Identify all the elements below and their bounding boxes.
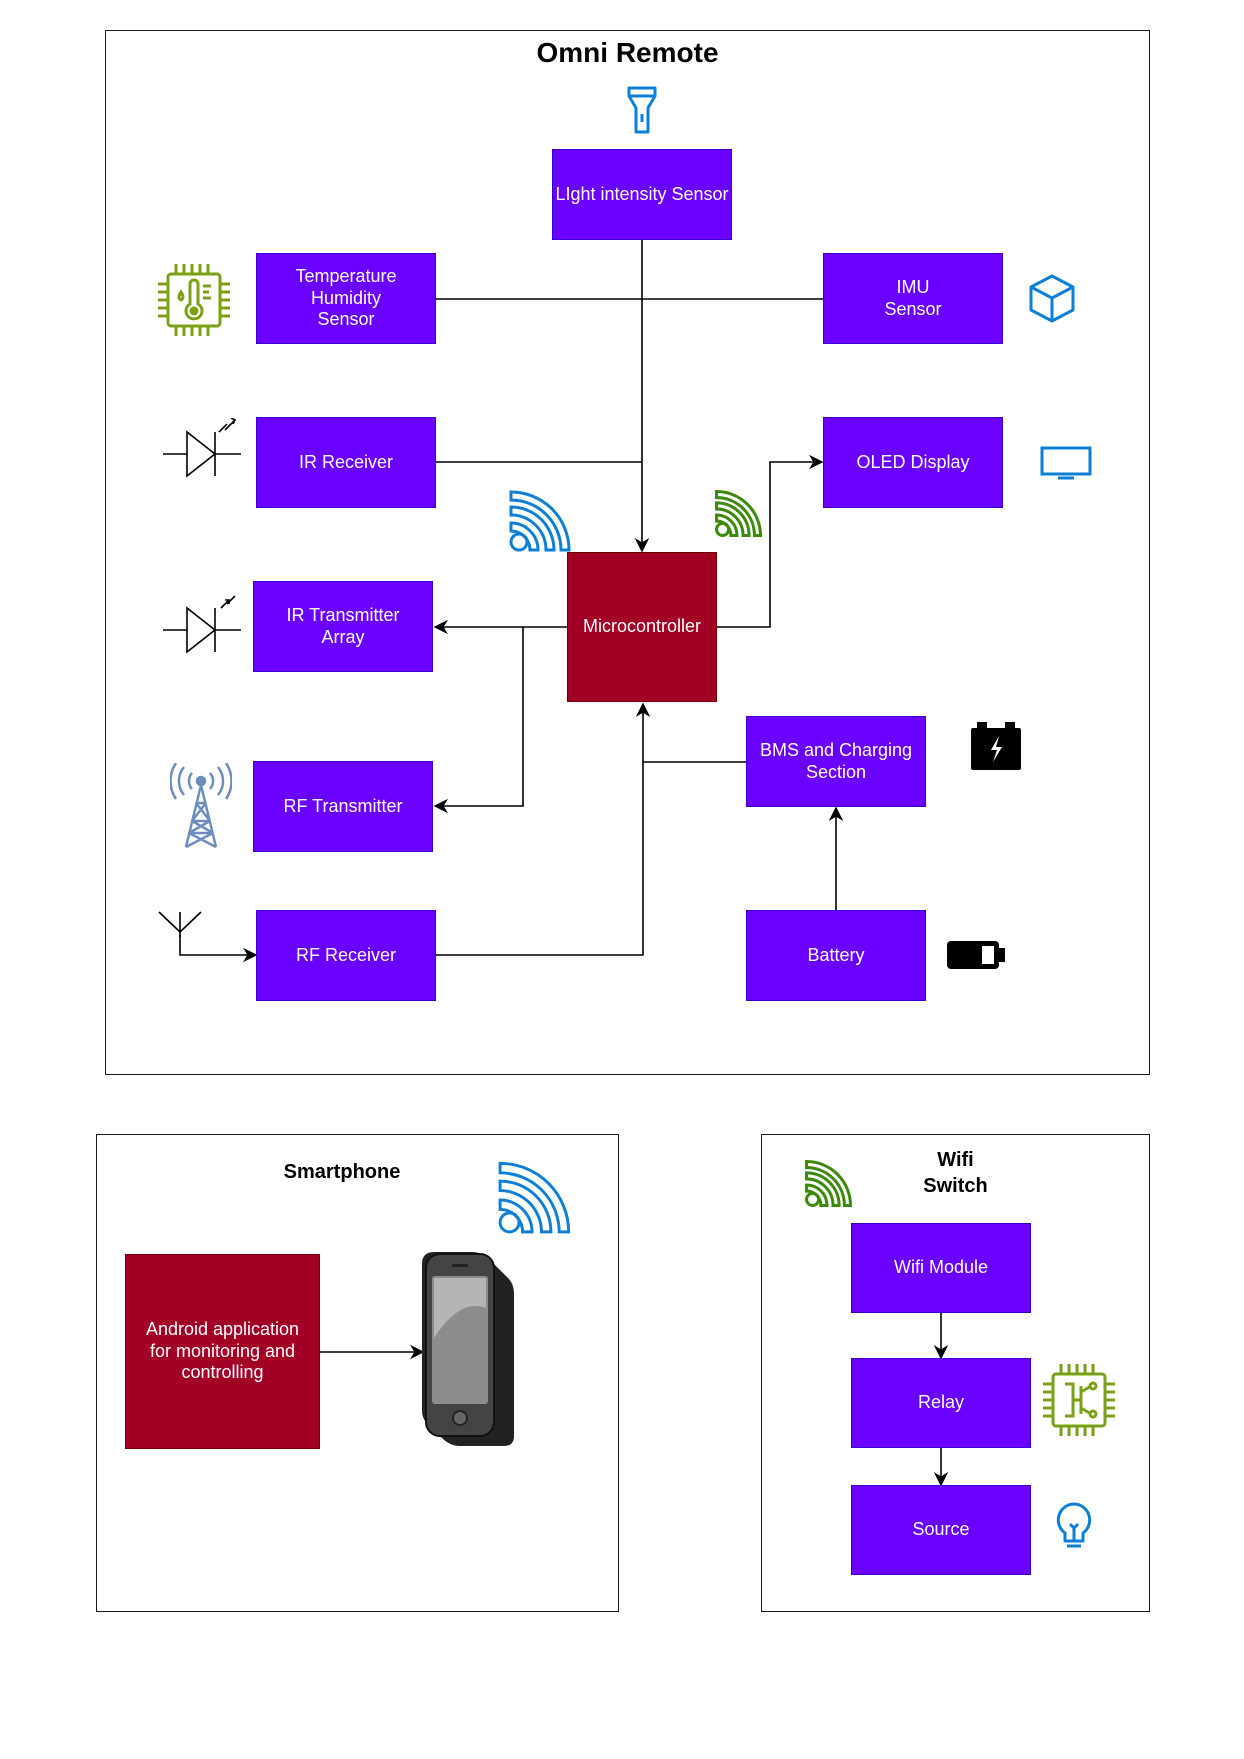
oled-display-block[interactable]: OLED Display (823, 417, 1003, 508)
imu-sensor-block[interactable]: IMU Sensor (823, 253, 1003, 344)
antenna-icon (158, 911, 202, 937)
battery-icon (947, 941, 1005, 969)
smartphone-icon (422, 1252, 514, 1446)
monitor-icon (1040, 446, 1092, 480)
temperature-humidity-sensor-block[interactable]: Temperature Humidity Sensor (256, 253, 436, 344)
light-sensor-block[interactable]: LIght intensity Sensor (552, 149, 732, 240)
wifi-module-block[interactable]: Wifi Module (851, 1223, 1031, 1313)
wifi-icon (498, 1161, 571, 1234)
bms-charging-block[interactable]: BMS and Charging Section (746, 716, 926, 807)
temperature-chip-icon (158, 264, 230, 336)
wifi-switch-title: Wifi Switch (923, 1149, 988, 1197)
lightbulb-icon (1056, 1502, 1092, 1548)
led-icon (163, 595, 241, 654)
flashlight-icon (627, 86, 657, 134)
cube-icon (1029, 274, 1075, 323)
android-app-block[interactable]: Android application for monitoring and c… (125, 1254, 320, 1449)
rf-transmitter-block[interactable]: RF Transmitter (253, 761, 433, 852)
photodiode-icon (163, 418, 241, 478)
rf-receiver-block[interactable]: RF Receiver (256, 910, 436, 1001)
battery-charge-icon (971, 722, 1021, 770)
ir-transmitter-array-block[interactable]: IR Transmitter Array (253, 581, 433, 672)
cell-tower-icon (170, 763, 232, 849)
wifi-icon (715, 490, 762, 537)
relay-block[interactable]: Relay (851, 1358, 1031, 1448)
wifi-icon (509, 490, 571, 552)
processor-icon (1043, 1364, 1115, 1436)
battery-block[interactable]: Battery (746, 910, 926, 1001)
ir-receiver-block[interactable]: IR Receiver (256, 417, 436, 508)
wifi-icon (805, 1160, 852, 1207)
smartphone-title: Smartphone (283, 1161, 401, 1183)
omni-remote-title: Omni Remote (536, 37, 719, 68)
microcontroller-block[interactable]: Microcontroller (567, 552, 717, 702)
source-block[interactable]: Source (851, 1485, 1031, 1575)
